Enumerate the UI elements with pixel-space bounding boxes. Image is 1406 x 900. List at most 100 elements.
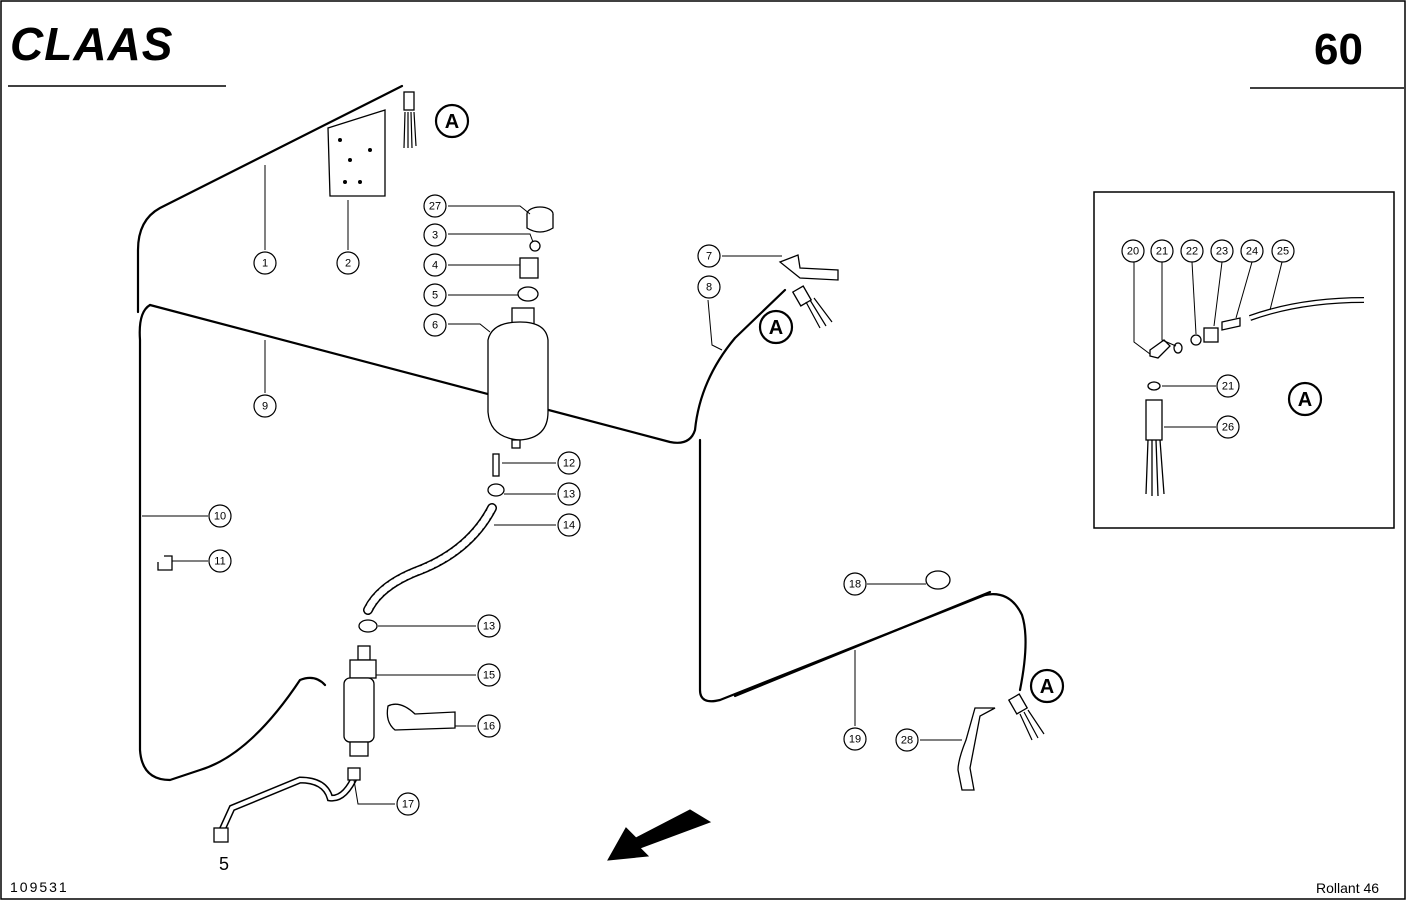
callout-label: 24 (1246, 246, 1258, 258)
direction-arrow (607, 809, 712, 861)
callout-label: 1 (262, 258, 268, 270)
fuel-pipe-part (213, 767, 361, 843)
callout-label: 10 (214, 511, 226, 523)
pipe-8 (698, 438, 1027, 703)
callout-24: 24 (1240, 239, 1264, 263)
bracket-28-part (957, 707, 996, 791)
pipe-end-brush-3 (1007, 693, 1045, 741)
callout-9: 9 (253, 394, 277, 418)
pipe-1 (136, 84, 404, 314)
pin-part (492, 453, 500, 477)
detail-view-box (1093, 191, 1395, 529)
page-number: 60 (1314, 25, 1363, 74)
detail-parts (1145, 297, 1365, 497)
bracket-7-part (778, 254, 839, 281)
callout-label: 8 (706, 282, 712, 294)
washer-part (517, 286, 539, 302)
callout-5: 5 (423, 283, 447, 307)
callout-28: 28 (895, 728, 919, 752)
strap-part (386, 703, 456, 731)
callout-label: 16 (483, 721, 495, 733)
callout-label: 18 (849, 579, 861, 591)
svg-text:A: A (769, 317, 783, 339)
pipe-end-brush-2 (791, 285, 833, 329)
callout-label: 21 (1156, 246, 1168, 258)
callout-12: 12 (557, 451, 581, 475)
callout-25: 25 (1271, 239, 1295, 263)
callout-17: 17 (396, 792, 420, 816)
callout-label: 5 (432, 290, 438, 302)
callout-label: 15 (483, 670, 495, 682)
callout-label: 13 (483, 621, 495, 633)
model-name: Rollant 46 (1316, 880, 1379, 896)
callout-21: 21 (1216, 374, 1240, 398)
brand-logo: CLAAS (10, 18, 173, 70)
callout-8: 8 (697, 275, 721, 299)
callout-label: 26 (1222, 422, 1234, 434)
callout-label: 27 (429, 201, 441, 213)
callout-label: 3 (432, 230, 438, 242)
drawing-number: 109531 (10, 879, 69, 895)
callout-label: 22 (1186, 246, 1198, 258)
pipe-10 (138, 303, 327, 782)
callout-16: 16 (477, 714, 501, 738)
callout-18: 18 (843, 572, 867, 596)
svg-text:A: A (1298, 389, 1312, 411)
callout-label: 19 (849, 734, 861, 746)
callout-label: 11 (214, 556, 225, 568)
leader-lines (142, 165, 1283, 805)
callout-10: 10 (208, 504, 232, 528)
hose-clamp-lower (358, 619, 378, 633)
callout-label: 6 (432, 320, 438, 332)
hose-part (363, 503, 497, 615)
knurled-nut-part (519, 257, 539, 279)
callout-label: 25 (1277, 246, 1289, 258)
callout-label: 4 (432, 260, 438, 272)
pump-part (343, 645, 377, 757)
callout-label: 28 (901, 735, 913, 747)
callout-label: 13 (563, 489, 575, 501)
view-marker-a-4: A (1287, 381, 1323, 417)
reservoir-part (487, 307, 549, 449)
callout-6: 6 (423, 313, 447, 337)
callout-label: 7 (706, 251, 712, 263)
callout-label: 14 (563, 520, 575, 532)
svg-text:A: A (445, 111, 459, 133)
callout-3: 3 (423, 223, 447, 247)
bracket-part (327, 109, 386, 197)
callout-label: 23 (1216, 246, 1228, 258)
callout-11: 11 (208, 549, 232, 573)
callout-label: 17 (402, 799, 414, 811)
view-marker-a-2: A (758, 309, 794, 345)
view-marker-a-1: A (434, 103, 470, 139)
hose-clamp-upper (487, 483, 505, 497)
nut-part (529, 240, 541, 252)
callout-13: 13 (477, 614, 501, 638)
callout-label: 21 (1222, 381, 1234, 393)
callout-14: 14 (557, 513, 581, 537)
callout-20: 20 (1121, 239, 1145, 263)
callout-15: 15 (477, 663, 501, 687)
pipe-9 (148, 288, 787, 444)
callout-27: 27 (423, 194, 447, 218)
cap-part (526, 206, 554, 233)
callout-13: 13 (557, 482, 581, 506)
callout-label: 9 (262, 401, 268, 413)
callout-26: 26 (1216, 415, 1240, 439)
callout-7: 7 (697, 244, 721, 268)
callout-label: 20 (1127, 246, 1139, 258)
pipe-19-lower (733, 590, 992, 698)
callout-22: 22 (1180, 239, 1204, 263)
callout-2: 2 (336, 251, 360, 275)
callout-label: 2 (345, 258, 351, 270)
pipe-end-brush-1 (403, 91, 417, 149)
callout-label: 12 (563, 458, 575, 470)
inline-label: 5 (219, 854, 229, 874)
callout-4: 4 (423, 253, 447, 277)
callout-23: 23 (1210, 239, 1234, 263)
callout-19: 19 (843, 727, 867, 751)
